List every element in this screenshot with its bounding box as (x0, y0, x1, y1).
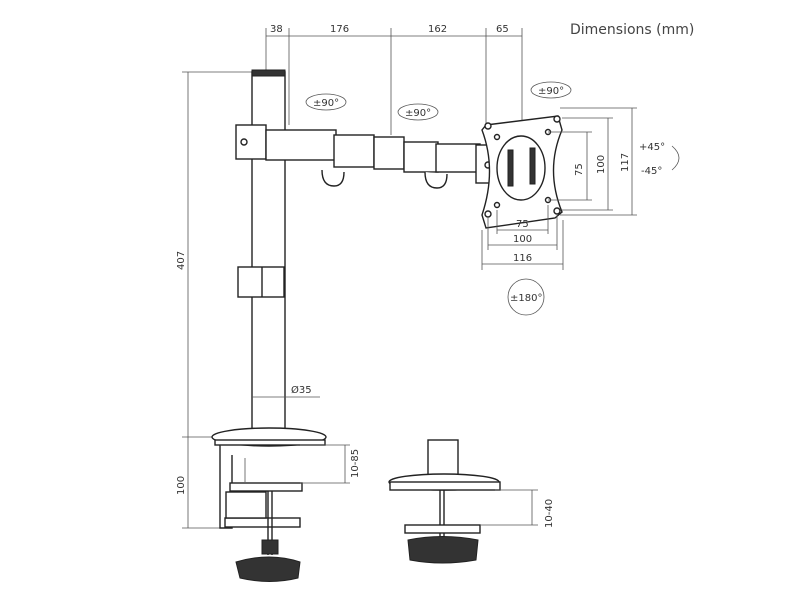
diagram-title: Dimensions (mm) (570, 22, 694, 38)
tilt-indicator: +45° -45° (639, 142, 680, 177)
svg-text:±90°: ±90° (538, 86, 564, 97)
desk-thickness-dim (300, 444, 350, 484)
svg-text:±90°: ±90° (405, 108, 431, 119)
dim-vesa-v-117: 117 (620, 153, 631, 172)
dim-desk-clamp: 10-85 (350, 449, 361, 478)
rotation-arm2: ±90° (397, 103, 439, 121)
dim-pole-diameter: Ø35 (291, 384, 312, 396)
dim-vesa-h-116: 116 (513, 253, 532, 264)
rotation-head: ±90° (530, 81, 572, 99)
grommet-mount (388, 439, 501, 564)
dim-clamp-height: 100 (176, 476, 187, 495)
dim-top-162: 162 (428, 24, 447, 35)
svg-text:±90°: ±90° (313, 98, 339, 109)
svg-text:+45°: +45° (639, 142, 665, 153)
dim-vesa-v-100: 100 (596, 155, 607, 174)
dim-grommet: 10-40 (544, 499, 555, 528)
dim-vesa-v-75: 75 (574, 163, 585, 176)
arm (235, 124, 492, 189)
vesa-dims (481, 107, 637, 270)
dim-top-176: 176 (330, 24, 349, 35)
rotation-arm1: ±90° (305, 93, 347, 111)
svg-text:-45°: -45° (641, 166, 662, 177)
vesa-plate (481, 115, 563, 229)
rotation-180: ±180° (507, 278, 545, 316)
dim-height: 407 (176, 251, 187, 270)
dim-top-65: 65 (496, 24, 509, 35)
dim-vesa-h-100: 100 (513, 234, 532, 245)
desk-clamp (211, 427, 327, 582)
top-dimension-line (265, 28, 523, 135)
grommet-thickness-dim (480, 489, 538, 526)
height-dimension-line (182, 71, 255, 529)
dim-vesa-h-75: 75 (516, 219, 529, 230)
dim-top-38: 38 (270, 24, 283, 35)
svg-text:±180°: ±180° (510, 293, 542, 304)
